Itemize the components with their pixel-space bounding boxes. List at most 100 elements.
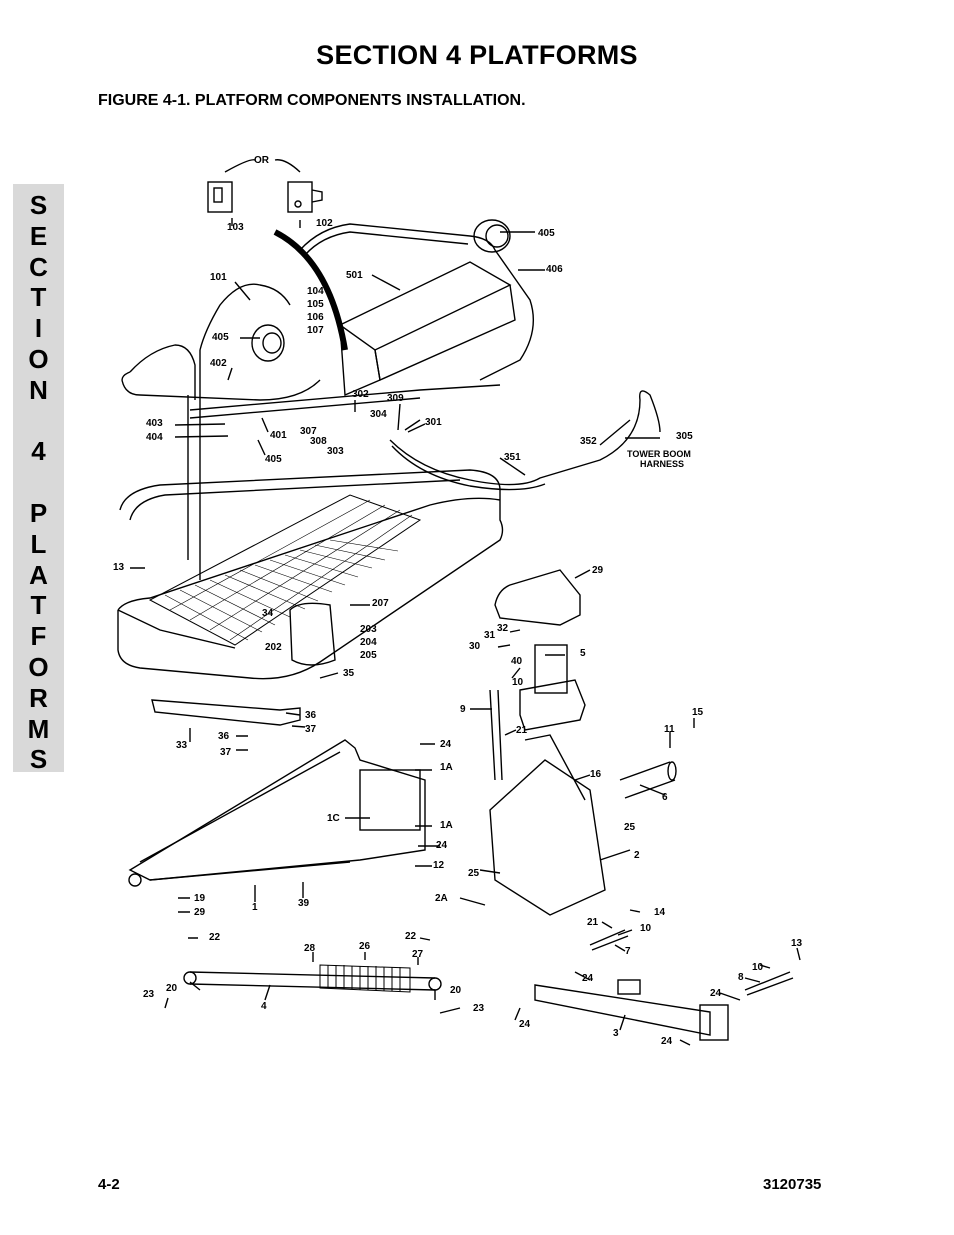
callout-14: 14 (654, 907, 666, 918)
callout-401: 401 (270, 430, 287, 441)
side-tab-letter: N (29, 374, 48, 405)
callout-32: 32 (497, 623, 509, 634)
callout-4: 4 (261, 1001, 267, 1012)
work-light-405-top (473, 219, 511, 253)
side-tab-letter: 4 (31, 436, 46, 467)
platform-mesh-floor (148, 494, 422, 646)
callout-24: 24 (440, 739, 452, 750)
callout-24: 24 (582, 973, 594, 984)
callout-303: 303 (327, 446, 344, 457)
callout-403: 403 (146, 418, 163, 429)
callout-12: 12 (433, 860, 445, 871)
side-tab-letter: O (28, 652, 49, 682)
callout-21: 21 (587, 917, 599, 928)
callout-104: 104 (307, 286, 324, 297)
callout-301: 301 (425, 417, 442, 428)
callout-harness: HARNESS (640, 459, 684, 469)
side-tab-letter: E (29, 220, 48, 251)
document-number: 3120735 (763, 1176, 822, 1193)
callout-205: 205 (360, 650, 377, 661)
callout-or: OR (254, 155, 270, 166)
callout-10: 10 (512, 677, 524, 688)
diagram-linework (117, 159, 801, 1046)
callout-308: 308 (310, 436, 327, 447)
callout-405: 405 (265, 454, 282, 465)
callout-27: 27 (412, 949, 424, 960)
callout-29: 29 (592, 565, 604, 576)
side-tab-letter: C (29, 251, 48, 282)
switch-102-part (287, 181, 313, 213)
callout-22: 22 (209, 932, 221, 943)
callout-305: 305 (676, 431, 693, 442)
callout-31: 31 (484, 630, 496, 641)
callout-9: 9 (460, 704, 466, 715)
callout-25: 25 (468, 868, 480, 879)
rotator-motor-5 (534, 644, 568, 694)
control-box-501 (338, 261, 512, 351)
callout-24: 24 (519, 1019, 531, 1030)
footswitch-202 (289, 602, 336, 666)
callout-309: 309 (387, 393, 404, 404)
callout-2: 2 (634, 850, 640, 861)
callout-102: 102 (316, 218, 333, 229)
callout-33: 33 (176, 740, 188, 751)
callout-1A: 1A (440, 820, 453, 831)
callout-352: 352 (580, 436, 597, 447)
callout-37: 37 (220, 747, 232, 758)
callout-20: 20 (166, 983, 178, 994)
frame-1 (128, 739, 426, 881)
callout-13: 13 (791, 938, 803, 949)
callout-1A: 1A (440, 762, 453, 773)
callout-6: 6 (662, 792, 668, 803)
callout-35: 35 (343, 668, 355, 679)
side-tab-letter: A (29, 559, 48, 590)
callout-202: 202 (265, 642, 282, 653)
side-tab-letter: S (29, 190, 48, 220)
side-tab-letter: O (28, 344, 49, 374)
side-tab-letter: F (30, 621, 47, 652)
callout-37: 37 (305, 724, 317, 735)
callout-2A: 2A (435, 893, 448, 904)
cylinder-3 (534, 984, 711, 1036)
callout-13: 13 (113, 562, 125, 573)
callout-101: 101 (210, 272, 227, 283)
callout-404: 404 (146, 432, 163, 443)
callout-501: 501 (346, 270, 363, 281)
callout-103: 103 (227, 222, 244, 233)
callout-105: 105 (307, 299, 324, 310)
callout-20: 20 (450, 985, 462, 996)
side-tab-letter: S (29, 744, 48, 775)
callout-204: 204 (360, 637, 377, 648)
section-title: SECTION 4 PLATFORMS (316, 40, 638, 70)
callout-34: 34 (262, 608, 274, 619)
callout-11: 11 (664, 724, 675, 735)
side-tab-letter: I (34, 313, 43, 344)
callout-36: 36 (305, 710, 317, 721)
callout-351: 351 (504, 452, 521, 463)
side-tab-letter: T (30, 590, 47, 621)
support-2 (489, 759, 606, 916)
callout-8: 8 (738, 972, 744, 983)
callout-24: 24 (661, 1036, 673, 1047)
callout-16: 16 (590, 769, 602, 780)
callout-15: 15 (692, 707, 704, 718)
callout-10: 10 (640, 923, 652, 934)
switch-103-part (207, 181, 233, 213)
callout-36: 36 (218, 731, 230, 742)
callout-307: 307 (300, 426, 317, 437)
callout-402: 402 (210, 358, 227, 369)
callout-29: 29 (194, 907, 206, 918)
bracket-33 (151, 699, 301, 726)
side-tab-letter: M (27, 713, 50, 744)
callout-40: 40 (511, 656, 523, 667)
callout-10: 10 (752, 962, 764, 973)
callout-107: 107 (307, 325, 324, 336)
callout-26: 26 (359, 941, 371, 952)
callout-406: 406 (546, 264, 563, 275)
callout-405: 405 (212, 332, 229, 343)
callout-302: 302 (352, 389, 369, 400)
side-tab-letter: P (29, 498, 48, 528)
callout-304: 304 (370, 409, 387, 420)
